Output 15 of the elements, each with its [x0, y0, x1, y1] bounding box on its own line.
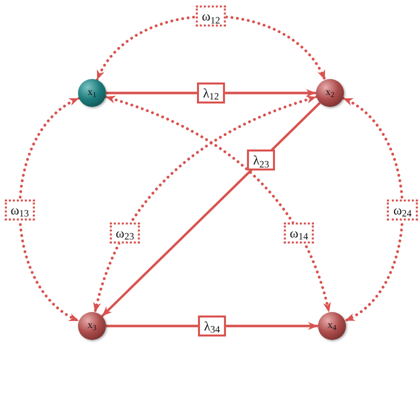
edge-label: λ$_{12}$: [196, 82, 226, 104]
edge-label: λ$_{34}$: [198, 316, 226, 336]
edge-label: ω$_{12}$: [196, 6, 226, 27]
node-label: x$_{4}$: [328, 321, 336, 331]
edge-label: ω$_{23}$: [110, 222, 140, 244]
dotted-arrow: [96, 14, 326, 82]
edge-label: λ$_{23}$: [247, 150, 276, 171]
edge-label: ω$_{13}$: [4, 199, 35, 220]
dotted-arrow: [342, 96, 404, 322]
node-label: x$_{3}$: [88, 321, 96, 331]
node-label: x$_{1}$: [88, 88, 96, 98]
edge-label: ω$_{14}$: [284, 222, 314, 244]
dotted-arrow: [18, 96, 80, 322]
node-label: x$_{2}$: [326, 88, 334, 98]
edge-label: ω$_{24}$: [387, 199, 418, 220]
